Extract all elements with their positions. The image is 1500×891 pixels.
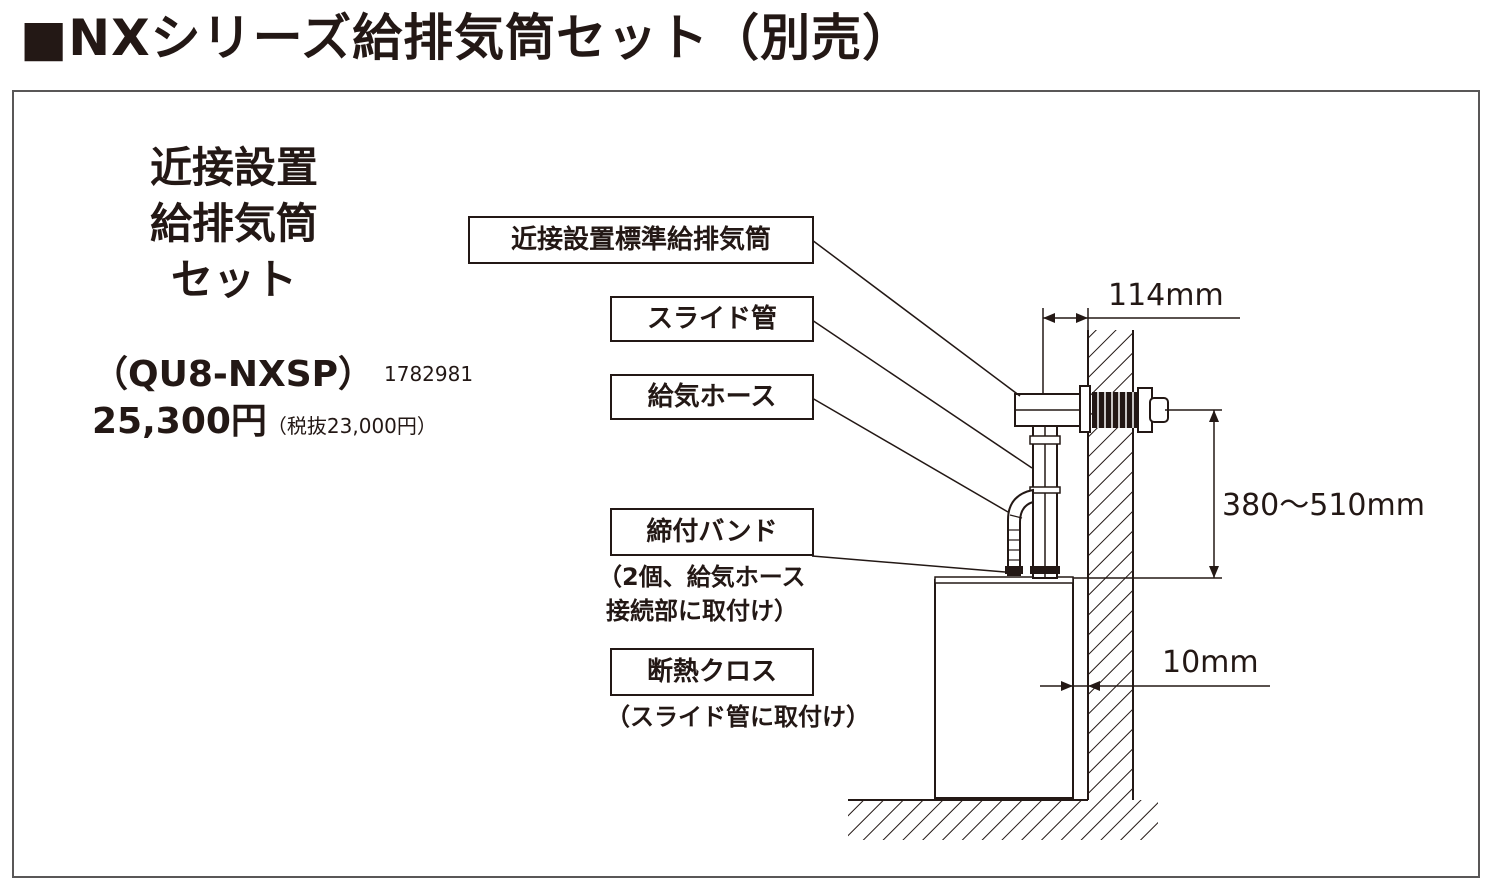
pipe-joint (1029, 486, 1061, 494)
label-cloth: 断熱クロス (610, 648, 814, 696)
heater-unit (934, 579, 1074, 799)
model-number: （QU8-NXSP） (92, 354, 375, 395)
product-name: 近接設置 給排気筒 セット (100, 140, 368, 308)
label-air-hose: 給気ホース (610, 374, 814, 420)
price-main: 25,300円 (92, 401, 267, 442)
dimension-height-range: 380～510mm (1222, 488, 1425, 523)
product-name-line-3: セット (170, 255, 297, 304)
dimension-gap: 10mm (1162, 645, 1259, 680)
wall-thread (1092, 392, 1140, 428)
page-title: ■NXシリーズ給排気筒セット（別売） (20, 9, 914, 67)
band-bottom (1030, 566, 1060, 574)
hose-corrugation (1008, 514, 1023, 561)
leader-lines (811, 239, 1033, 573)
band-top (1005, 566, 1023, 574)
floor-hatch (848, 800, 1158, 840)
slide-pipe-collar (1029, 435, 1061, 445)
label-band: 締付バンド (610, 508, 814, 556)
label-slide-pipe: スライド管 (610, 296, 814, 342)
product-name-line-1: 近接設置 (149, 143, 318, 192)
air-hose (1007, 488, 1034, 576)
cloth-note: （スライド管に取付け） (606, 703, 870, 731)
band-note-2: 接続部に取付け） (606, 597, 798, 625)
dimension-arrows (1043, 313, 1219, 691)
wall-flange (1079, 385, 1091, 433)
band-note-1: （2個、給気ホース (598, 563, 806, 591)
dimension-wall-offset: 114mm (1108, 278, 1224, 313)
product-name-line-2: 給排気筒 (149, 199, 318, 248)
price: 25,300円（税抜23,000円） (92, 392, 437, 444)
heater-top (934, 576, 1074, 584)
diagram-frame (12, 90, 1480, 878)
product-code: 1782981 (384, 362, 474, 386)
label-standard-pipe: 近接設置標準給排気筒 (468, 216, 814, 264)
price-note: （税抜23,000円） (266, 414, 437, 438)
dimension-lines (1040, 308, 1270, 696)
